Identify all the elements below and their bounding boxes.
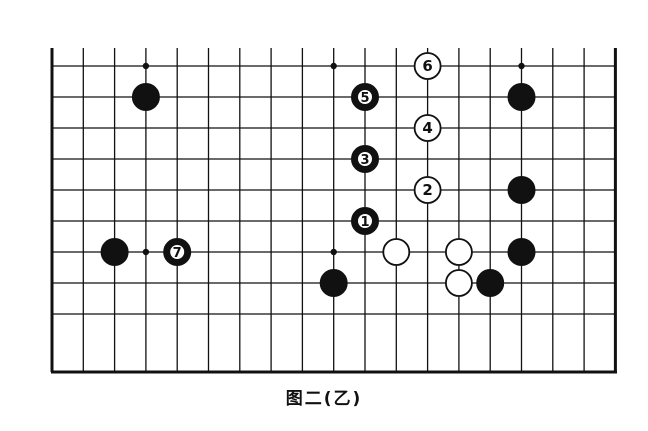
white-stone-disc xyxy=(444,269,473,297)
white-stone-disc xyxy=(413,114,442,142)
move-number-backing xyxy=(358,214,372,228)
black-stone xyxy=(319,269,348,297)
black-stone-disc xyxy=(507,176,536,204)
black-stone: 1 xyxy=(351,207,379,235)
move-number: 5 xyxy=(360,91,369,106)
black-stone xyxy=(507,238,536,266)
figure-caption: 图二(乙) xyxy=(285,389,363,409)
white-stone-disc xyxy=(413,176,442,204)
star-point xyxy=(330,62,337,70)
black-stone: 3 xyxy=(351,145,379,173)
black-stone-disc xyxy=(319,269,348,297)
move-number-backing xyxy=(358,90,372,104)
move-number: 3 xyxy=(360,153,369,168)
move-number-backing xyxy=(358,152,372,166)
white-stone: 2 xyxy=(413,176,442,204)
white-stone xyxy=(444,269,473,297)
star-point xyxy=(330,248,337,256)
black-stone xyxy=(507,83,536,111)
white-stone: 6 xyxy=(413,52,442,80)
move-number: 7 xyxy=(173,246,182,261)
black-stone-disc xyxy=(476,269,505,297)
black-stone: 7 xyxy=(163,238,192,266)
star-point xyxy=(518,62,525,70)
black-stone-disc xyxy=(100,238,129,266)
stones-layer: 2 4 6 1 3 5 7 xyxy=(100,52,536,297)
black-stone: 5 xyxy=(351,83,379,111)
black-stone xyxy=(476,269,505,297)
white-stone-disc xyxy=(382,238,411,266)
white-stone xyxy=(444,238,473,266)
black-stone-disc xyxy=(507,83,536,111)
white-stone-disc xyxy=(444,238,473,266)
move-number: 2 xyxy=(422,181,432,199)
black-stone xyxy=(507,176,536,204)
star-point xyxy=(142,62,150,70)
white-stone-disc xyxy=(413,52,442,80)
move-number: 1 xyxy=(360,215,369,230)
star-point xyxy=(142,248,150,256)
move-number: 6 xyxy=(422,57,432,75)
black-stone-disc xyxy=(131,83,160,111)
black-stone-disc xyxy=(507,238,536,266)
board-grid xyxy=(50,48,617,374)
white-stone: 4 xyxy=(413,114,442,142)
move-number-backing xyxy=(170,245,185,259)
white-stone xyxy=(382,238,411,266)
black-stone xyxy=(100,238,129,266)
move-number: 4 xyxy=(422,119,432,137)
black-stone xyxy=(131,83,160,111)
